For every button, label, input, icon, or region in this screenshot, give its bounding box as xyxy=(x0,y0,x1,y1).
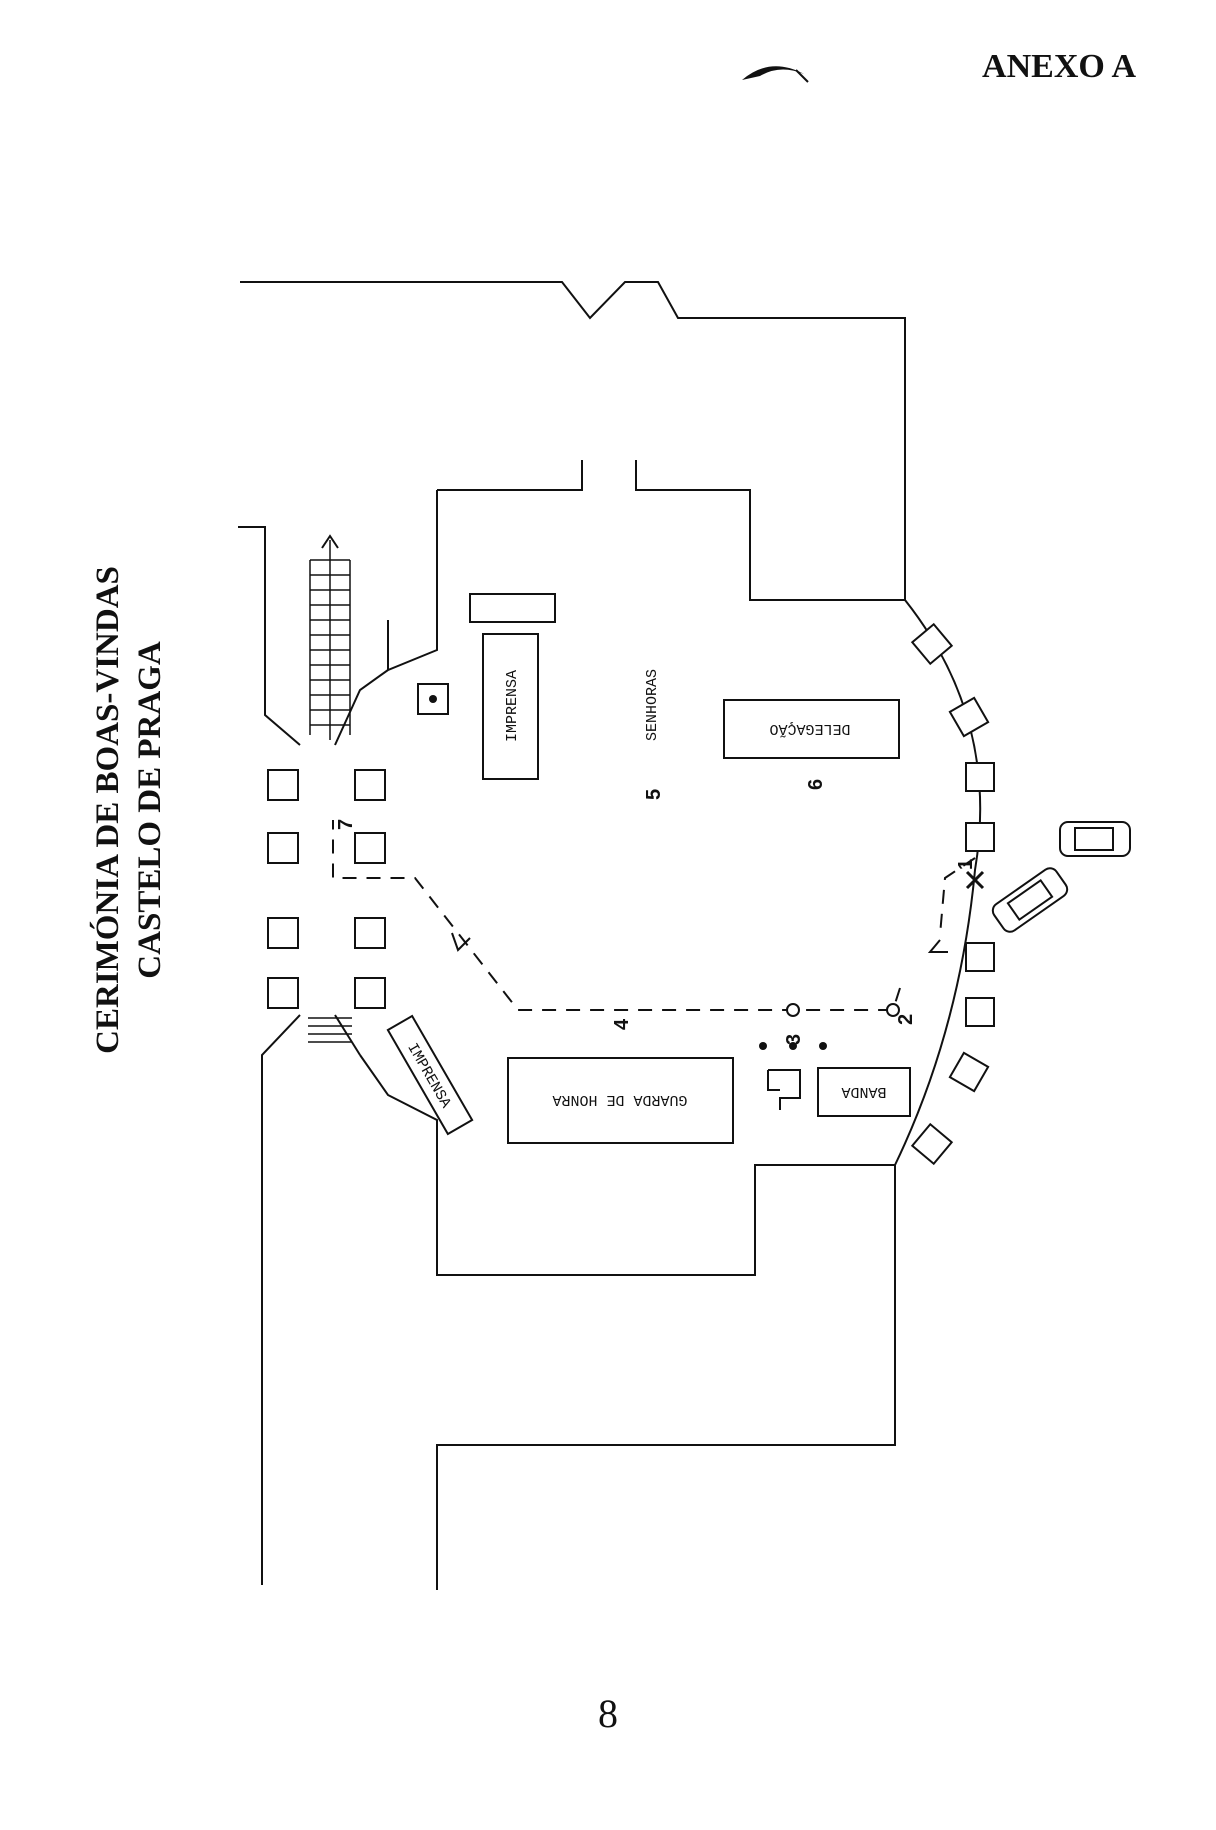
stop-point-3 xyxy=(786,1003,800,1017)
stairs-top xyxy=(309,534,351,740)
outer-wall-bottom xyxy=(436,1165,896,1590)
stair-wall-inner xyxy=(334,669,389,746)
imprensa-small-box xyxy=(469,593,556,623)
cross-point-1 xyxy=(965,870,985,890)
photo-point-icon xyxy=(429,695,437,703)
imprensa-left-zone xyxy=(482,633,539,780)
gate-top-left xyxy=(437,460,583,491)
band-dots xyxy=(759,1042,827,1050)
marker-5: 5 xyxy=(643,789,665,800)
marker-7: 7 xyxy=(335,819,357,830)
marker-6: 6 xyxy=(805,779,827,790)
banda-label: BANDA xyxy=(841,1083,886,1100)
route-arrow-icon xyxy=(451,932,471,952)
marker-1: 1 xyxy=(955,859,977,870)
swoosh-logo-icon xyxy=(742,66,809,83)
car-icon xyxy=(1059,821,1131,857)
banda-zone xyxy=(817,1067,911,1117)
marker-4: 4 xyxy=(611,1018,633,1030)
car-icon-2 xyxy=(991,867,1069,933)
imprensa-left-label: IMPRENSA xyxy=(504,670,521,742)
senhoras-label: SENHORAS xyxy=(644,669,661,741)
stair-wall-top xyxy=(238,526,301,746)
procession-route xyxy=(332,820,976,1011)
gate-top-right xyxy=(635,460,905,601)
stop-point-2 xyxy=(886,1003,900,1017)
route-arrow-icon-2 xyxy=(927,939,948,953)
outer-wall-top xyxy=(240,281,906,600)
marker-2: 2 xyxy=(895,1014,917,1025)
flag-icon xyxy=(767,1069,801,1110)
stair-wall-bottom xyxy=(261,1014,301,1585)
arc-pillars xyxy=(910,622,995,1166)
courtyard-wall-top xyxy=(387,490,438,672)
diagram-title-line1: CERIMÓNIA DE BOAS-VINDAS xyxy=(88,566,126,1054)
marker-3: 3 xyxy=(783,1034,805,1045)
passage-pillars xyxy=(267,769,386,1009)
diagram-title-line2: CASTELO DE PRAGA xyxy=(132,641,168,979)
delegacao-zone xyxy=(723,699,900,759)
annex-label: ANEXO A xyxy=(982,48,1136,85)
delegacao-label: DELEGAÇÃO xyxy=(769,720,850,737)
page-number: 8 xyxy=(598,1691,618,1736)
courtyard-wall-bottom xyxy=(359,1054,895,1276)
courtyard-arc xyxy=(894,599,982,1166)
stair-wall-bottom-inner xyxy=(334,1014,361,1056)
stairs-bottom xyxy=(308,1017,352,1043)
guarda-de-honra-label: GUARDA DE HONRA xyxy=(552,1091,687,1108)
guarda-de-honra-zone xyxy=(507,1057,734,1144)
